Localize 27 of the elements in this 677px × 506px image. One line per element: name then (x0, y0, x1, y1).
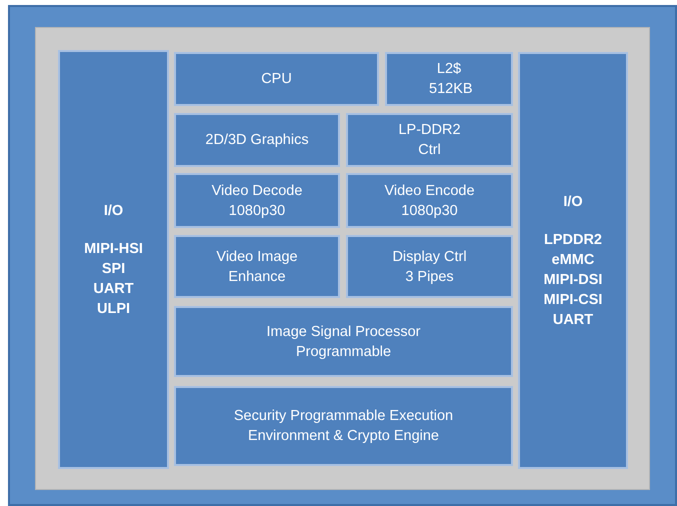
block-label: LP-DDR2 Ctrl (397, 121, 462, 160)
function-block (346, 235, 513, 298)
function-block (174, 113, 340, 167)
function-block (346, 113, 513, 167)
block-label: Video Image Enhance (215, 248, 299, 286)
function-block (346, 173, 513, 228)
function-block (174, 173, 340, 228)
block-label: Display Ctrl 3 Pipes (391, 248, 468, 286)
function-block (174, 52, 379, 106)
function-block (174, 386, 513, 466)
die-area (35, 27, 650, 490)
block-label: CPU (261, 70, 292, 89)
interface-list: LPDDR2 eMMC MIPI-DSI MIPI-CSI UART (543, 230, 603, 330)
block-label: 2D/3D Graphics (205, 131, 309, 150)
block-label: Image Signal Processor Programmable (266, 322, 422, 362)
io-heading: I/O (563, 192, 583, 212)
io-block (58, 50, 169, 469)
function-block (174, 306, 513, 377)
function-block (174, 235, 340, 298)
io-block (518, 52, 628, 469)
block-label: Video Encode 1080p30 (383, 182, 476, 220)
io-heading: I/O (104, 202, 124, 220)
interface-list: MIPI-HSI SPI UART ULPI (84, 238, 144, 318)
block-label: Video Decode 1080p30 (210, 182, 304, 220)
block-label: Security Programmable Execution Environment & Crypto Engine (232, 407, 454, 446)
function-block (385, 52, 513, 106)
chip-outline (8, 5, 677, 506)
